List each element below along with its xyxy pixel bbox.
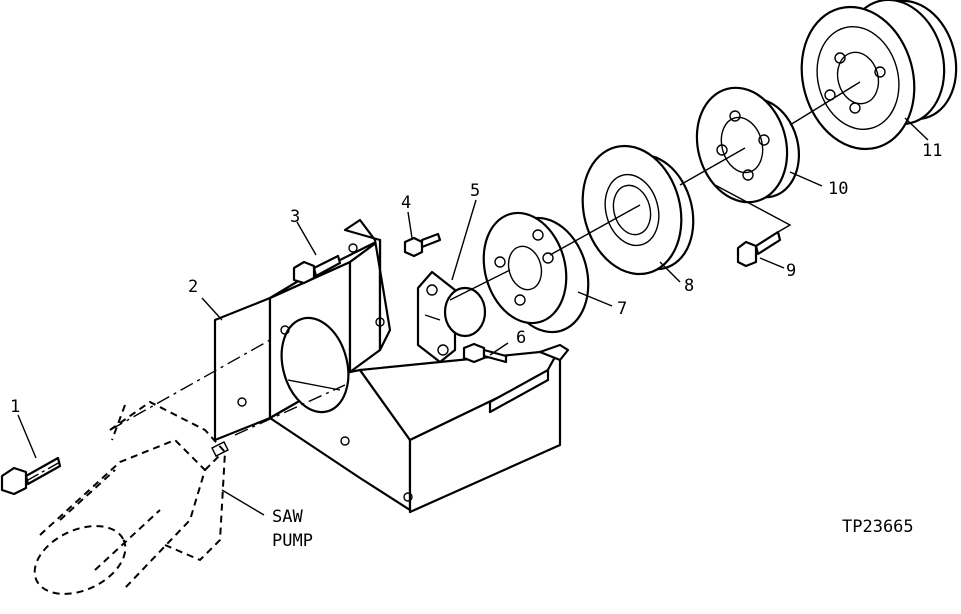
bolt-3 [292,254,342,285]
callout-2: 2 [188,277,198,297]
coupling-plate [416,270,487,364]
sheave-10 [695,86,801,204]
callout-10: 10 [828,179,848,199]
callout-8: 8 [684,276,694,296]
saw-pump [33,400,229,595]
saw-pump-label-line2: PUMP [272,531,313,551]
figure-id: TP23665 [842,517,914,537]
bolt-1 [0,456,62,496]
sheave-8 [581,144,695,276]
bolt-4 [403,232,442,258]
saw-pump-label-line1: SAW [272,507,303,527]
callout-6: 6 [516,328,526,348]
callout-1: 1 [10,397,20,417]
callout-9: 9 [786,261,796,281]
sheave-7 [482,211,590,334]
assembly-centerline [27,81,861,481]
sheave-11 [800,0,958,151]
callout-7: 7 [617,299,627,319]
callout-4: 4 [401,193,411,213]
callout-3: 3 [290,207,300,227]
leader-lines [17,117,929,516]
callout-11: 11 [922,141,942,161]
callout-5: 5 [470,181,480,201]
bolt-6 [462,342,508,364]
bolt-9 [736,230,782,268]
